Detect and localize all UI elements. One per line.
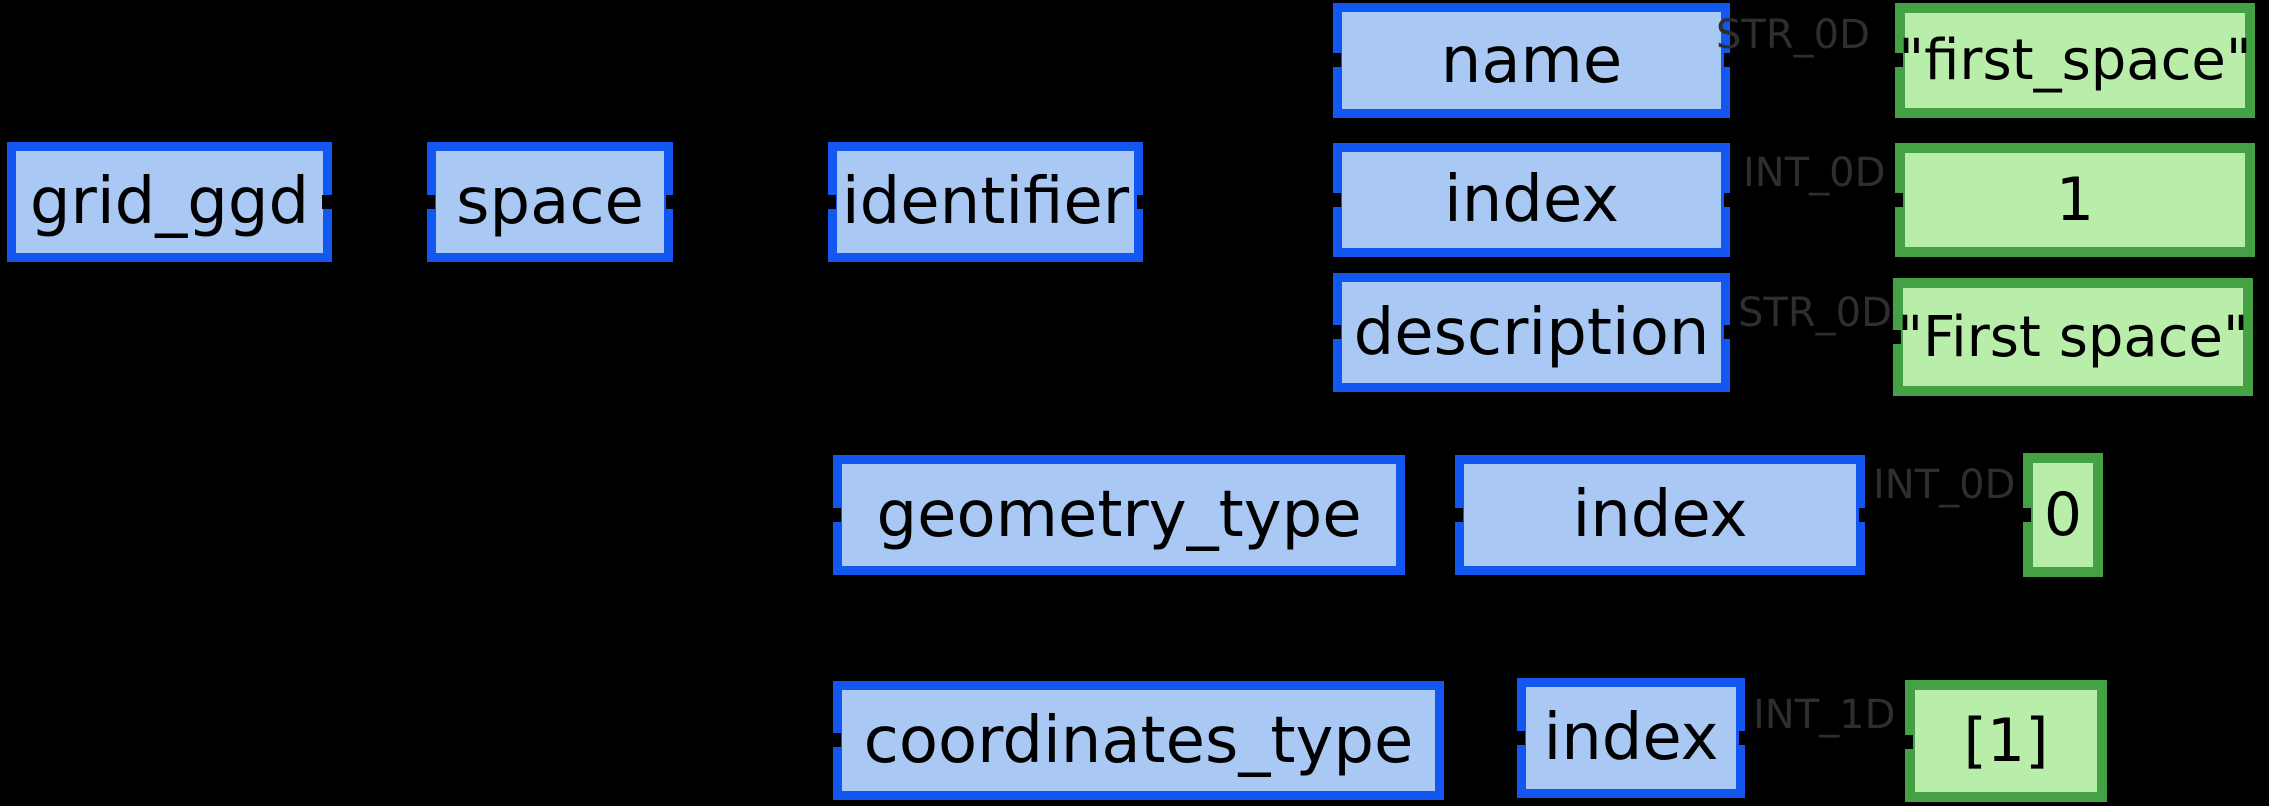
edge-label-index-int0d: INT_0D bbox=[1743, 150, 1886, 196]
value-description: "First space" bbox=[1893, 278, 2253, 396]
node-geometry-type-index: index bbox=[1455, 455, 1865, 575]
node-geometry-type: geometry_type bbox=[833, 455, 1405, 575]
edge-notch bbox=[322, 195, 336, 209]
edge-notch bbox=[1449, 508, 1463, 522]
value-name: "first_space" bbox=[1895, 3, 2255, 118]
edge-notch bbox=[1327, 193, 1341, 207]
node-coordinates-type-index: index bbox=[1517, 678, 1745, 798]
edge-notch bbox=[666, 195, 680, 209]
node-name: name bbox=[1333, 3, 1730, 118]
edge-notch bbox=[827, 733, 841, 747]
edge-notch bbox=[1887, 330, 1901, 344]
edge-label-description-str0d: STR_0D bbox=[1738, 290, 1892, 336]
edge-notch bbox=[1724, 193, 1738, 207]
node-space: space bbox=[427, 142, 673, 262]
edge-notch bbox=[1724, 53, 1738, 67]
edge-notch bbox=[827, 508, 841, 522]
edge-label-geometry-index-int0d: INT_0D bbox=[1873, 462, 2016, 508]
edge-notch bbox=[1889, 53, 1903, 67]
edge-notch bbox=[421, 195, 435, 209]
edge-notch bbox=[1859, 508, 1873, 522]
edge-notch bbox=[1137, 195, 1151, 209]
node-grid-ggd: grid_ggd bbox=[7, 142, 332, 262]
edge-notch bbox=[1327, 53, 1341, 67]
edge-notch bbox=[1739, 731, 1753, 745]
node-identifier: identifier bbox=[828, 142, 1143, 262]
edge-notch bbox=[822, 195, 836, 209]
node-identifier-index: index bbox=[1333, 143, 1730, 257]
node-description: description bbox=[1333, 273, 1730, 392]
edge-notch bbox=[2017, 508, 2031, 522]
edge-notch bbox=[1327, 325, 1341, 339]
value-geometry-type-index: 0 bbox=[2023, 453, 2103, 577]
edge-notch bbox=[1511, 731, 1525, 745]
value-coordinates-type-index: [1] bbox=[1905, 680, 2107, 802]
node-coordinates-type: coordinates_type bbox=[833, 681, 1444, 800]
edge-notch bbox=[1724, 325, 1738, 339]
value-identifier-index: 1 bbox=[1895, 143, 2255, 257]
edge-notch bbox=[1889, 193, 1903, 207]
edge-notch bbox=[1899, 735, 1913, 749]
edge-label-name-str0d: STR_0D bbox=[1716, 12, 1870, 58]
edge-label-coordinates-index-int1d: INT_1D bbox=[1753, 692, 1896, 738]
